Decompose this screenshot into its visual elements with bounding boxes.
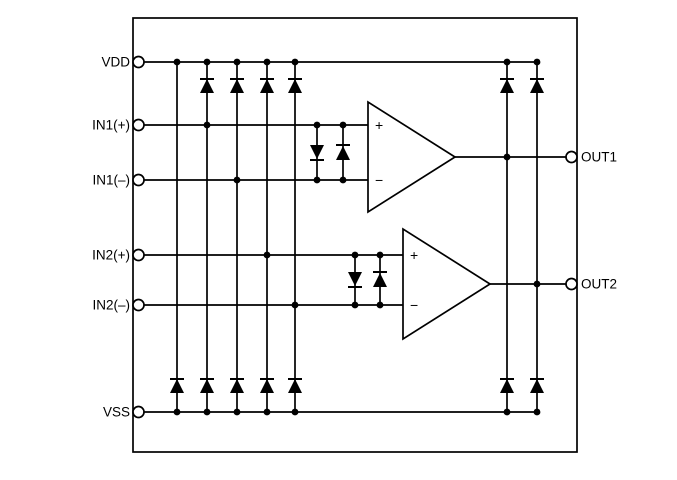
junction-dot xyxy=(233,176,241,184)
junction-dot xyxy=(533,408,541,416)
diode-triangle xyxy=(373,273,387,287)
esd-diode-bottom-in2p xyxy=(260,378,274,393)
junction-dot xyxy=(503,153,511,161)
junction-dot xyxy=(351,251,359,259)
diode-triangle xyxy=(260,79,274,93)
opamp-2-plus-sign: + xyxy=(410,247,418,263)
esd-diode-bottom-clamp xyxy=(170,378,184,393)
pin-label-in2p: IN2(+) xyxy=(92,248,130,263)
pin-label-out2: OUT2 xyxy=(581,277,617,292)
diode-triangle xyxy=(348,272,362,286)
diode-triangle xyxy=(500,379,514,393)
opamp-1-plus-sign: + xyxy=(375,117,383,133)
esd-diode-top-in1m xyxy=(230,78,244,93)
opamp-1: + − xyxy=(367,100,457,214)
diode-triangle xyxy=(288,379,302,393)
esd-diode-bottom-out2 xyxy=(530,378,544,393)
esd-diode-bottom-out1 xyxy=(500,378,514,393)
diode-triangle xyxy=(230,79,244,93)
diode-triangle xyxy=(310,145,324,159)
junction-dot xyxy=(313,176,321,184)
junction-dot xyxy=(533,280,541,288)
pin-terminal-out2 xyxy=(565,277,578,291)
pin-terminal-vss xyxy=(132,405,145,419)
junction-dot xyxy=(233,58,241,66)
diode-triangle xyxy=(260,379,274,393)
pin-label-out1: OUT1 xyxy=(581,150,617,165)
pin-terminal-in1m xyxy=(132,173,145,187)
pin-terminal-in1p xyxy=(132,118,145,132)
clamp-diode-in1-up xyxy=(336,144,350,160)
esd-diode-bottom-in1p xyxy=(200,378,214,393)
junction-dot xyxy=(233,408,241,416)
junction-dot xyxy=(263,58,271,66)
junction-dot xyxy=(503,58,511,66)
esd-diode-top-out2 xyxy=(530,78,544,93)
junction-dot xyxy=(263,251,271,259)
junction-dot xyxy=(173,58,181,66)
diode-triangle xyxy=(530,379,544,393)
junction-dot xyxy=(203,58,211,66)
diode-triangle xyxy=(170,379,184,393)
pin-terminal-in2m xyxy=(132,298,145,312)
junction-dots xyxy=(173,58,541,416)
opamp-1-minus-sign: − xyxy=(375,172,383,188)
diode-triangle xyxy=(336,146,350,160)
esd-diode-top-in2p xyxy=(260,78,274,93)
junction-dot xyxy=(351,301,359,309)
junction-dot xyxy=(263,408,271,416)
junction-dot xyxy=(376,251,384,259)
junction-dot xyxy=(533,58,541,66)
pin-label-in2m: IN2(–) xyxy=(92,298,130,313)
junction-dot xyxy=(291,408,299,416)
clamp-diode-in2-up xyxy=(373,271,387,287)
ic-boundary xyxy=(132,17,578,453)
junction-dot xyxy=(203,121,211,129)
junction-dot xyxy=(173,408,181,416)
esd-diode-top-in1p xyxy=(200,78,214,93)
diode-triangle xyxy=(288,79,302,93)
pin-label-vss: VSS xyxy=(103,405,130,420)
clamp-diode-in2-down xyxy=(348,272,362,288)
esd-diode-bottom-in2m xyxy=(288,378,302,393)
pin-label-in1p: IN1(+) xyxy=(92,118,130,133)
esd-diode-top-out1 xyxy=(500,78,514,93)
junction-dot xyxy=(203,408,211,416)
pin-terminal-in2p xyxy=(132,248,145,262)
diode-triangle xyxy=(200,379,214,393)
junction-dot xyxy=(313,121,321,129)
pin-terminal-vdd xyxy=(132,55,145,69)
diode-triangle xyxy=(500,79,514,93)
esd-diode-top-in2m xyxy=(288,78,302,93)
diode-triangle xyxy=(530,79,544,93)
junction-dot xyxy=(339,121,347,129)
opamp-2-triangle xyxy=(402,227,492,341)
pin-terminal-out1 xyxy=(565,150,578,164)
junction-dot xyxy=(339,176,347,184)
clamp-diode-in1-down xyxy=(310,145,324,161)
opamp-1-triangle xyxy=(367,100,457,214)
junction-dot xyxy=(291,58,299,66)
junction-dot xyxy=(291,301,299,309)
junction-dot xyxy=(376,301,384,309)
pin-label-in1m: IN1(–) xyxy=(92,173,130,188)
diode-triangle xyxy=(230,379,244,393)
opamp-2-minus-sign: − xyxy=(410,297,418,313)
opamp-2: + − xyxy=(402,227,492,341)
junction-dot xyxy=(503,408,511,416)
pin-label-vdd: VDD xyxy=(101,55,130,70)
esd-diode-bottom-in1m xyxy=(230,378,244,393)
diode-triangle xyxy=(200,79,214,93)
